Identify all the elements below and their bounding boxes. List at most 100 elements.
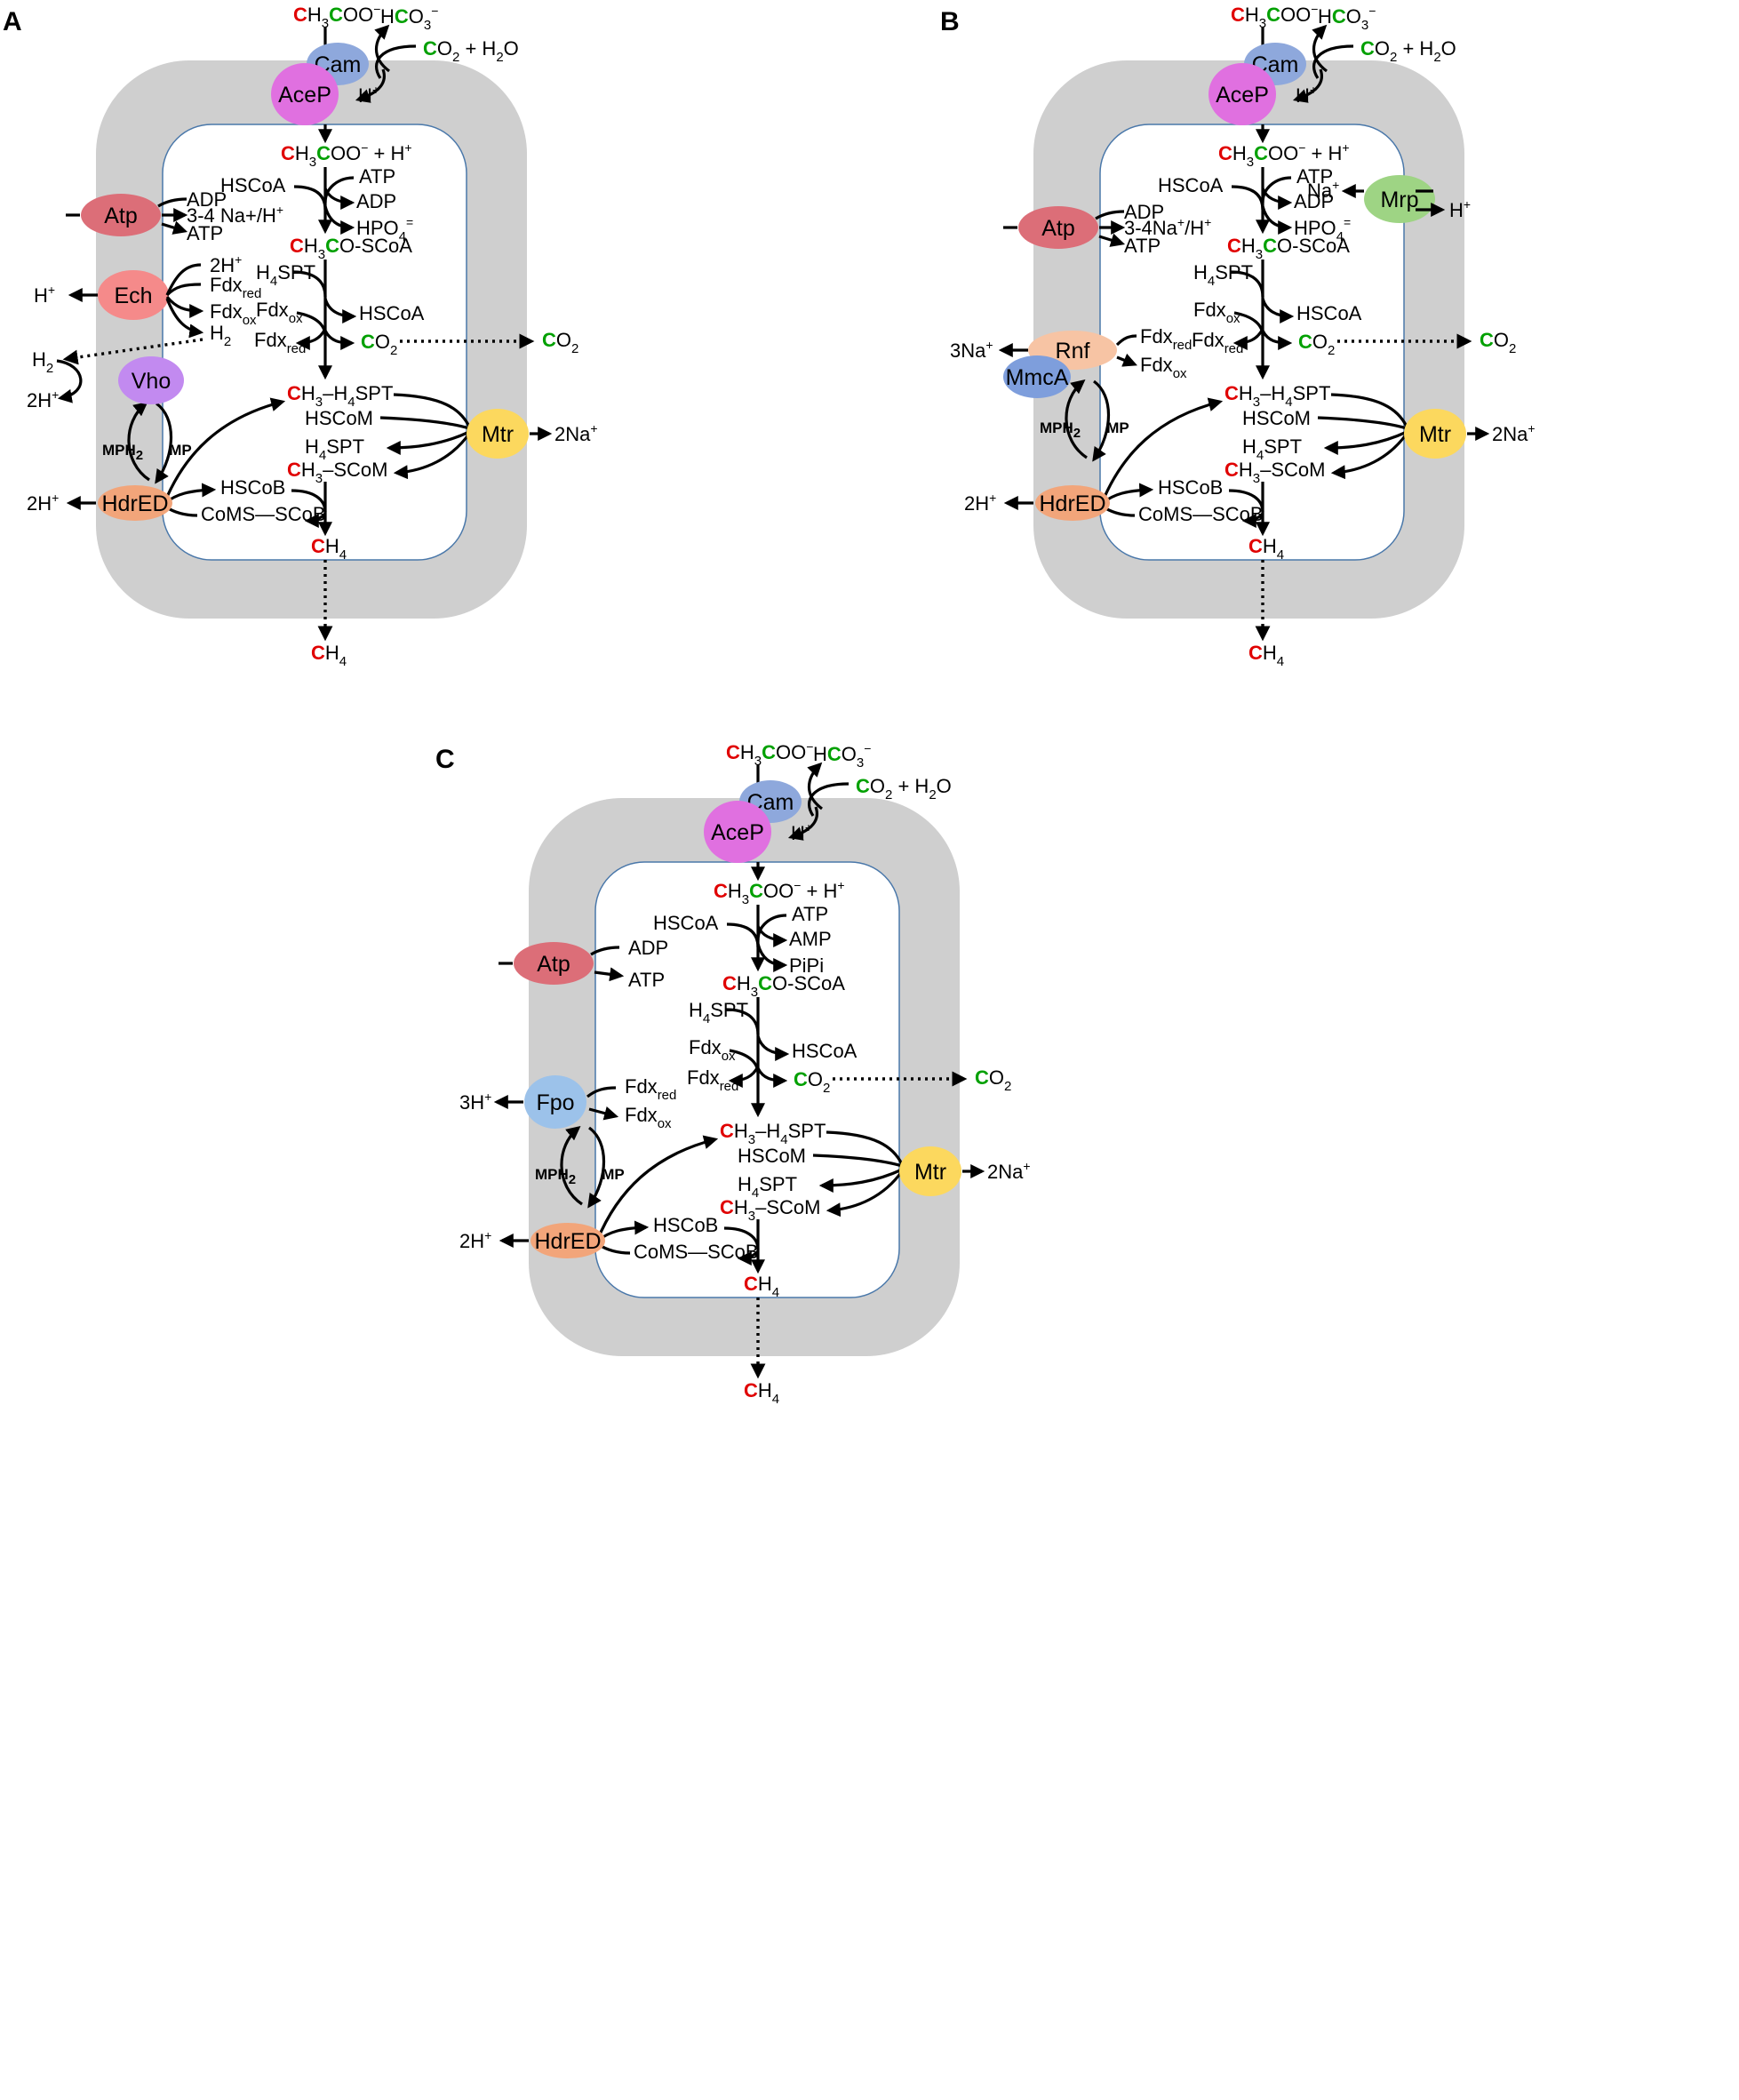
fpo-protons: 3H+ <box>459 1090 491 1114</box>
rnf-sodium: 3Na+ <box>950 338 993 362</box>
hdred-to-methyl <box>595 1135 719 1242</box>
phosphate-out: HPO4= <box>1294 215 1351 244</box>
h4spt-regenerated: H4SPT <box>305 435 364 463</box>
hscoa-out: HSCoA <box>792 1040 858 1062</box>
hdred-enzyme: HdrED <box>1035 485 1110 521</box>
adp-out <box>1261 188 1293 210</box>
rnf-fdx-ox: Fdxox <box>1140 354 1187 381</box>
mtr-arc-in <box>826 1130 904 1165</box>
fdx-red-out-arrow <box>295 328 327 350</box>
atp-adp: ADP <box>628 937 668 959</box>
vho-arc <box>56 359 83 403</box>
cam-arc-h <box>787 806 818 841</box>
mmca-cytochrome-shape <box>1003 355 1071 398</box>
hscob: HSCoB <box>220 476 285 499</box>
hdred-enzyme-shape <box>1035 485 1110 521</box>
hdred-to-methyl <box>163 397 286 504</box>
hscoa-out-arrow <box>1261 298 1295 323</box>
methane-external: CH4 <box>311 642 347 669</box>
methyl-scom: CH3–SCoM <box>1224 459 1325 486</box>
h4spt-join <box>725 1008 760 1035</box>
atp-synthase-label: Atp <box>1041 216 1075 241</box>
cam-arc-hco3 <box>374 24 390 73</box>
atp-adp: ADP <box>187 188 227 211</box>
atp-join <box>756 914 787 941</box>
panel-letter: A <box>3 7 22 36</box>
cam-arc-bottom <box>808 782 850 817</box>
h4spt-regenerated: H4SPT <box>738 1173 797 1201</box>
mtr-enzyme-shape <box>899 1146 961 1196</box>
pi-out <box>756 943 788 972</box>
vho-h2: H2 <box>32 348 53 376</box>
h2-diffusion <box>62 338 203 365</box>
acetyl-coa: CH3CO-SCoA <box>1227 235 1350 262</box>
ech-fdxox-arrow <box>165 295 204 318</box>
atp-in: ATP <box>359 165 395 188</box>
adp-out <box>756 925 788 947</box>
hdred-enzyme: HdrED <box>98 485 172 521</box>
ech-2h: 2H+ <box>210 252 242 276</box>
co2-out-arrow <box>1261 330 1293 350</box>
coms-scob: CoMS—SCoB <box>201 503 326 525</box>
co2-external: CO2 <box>542 329 578 356</box>
mtr-enzyme: Mtr <box>467 409 529 459</box>
amp-out: AMP <box>789 928 832 950</box>
atp-synthase-shape <box>81 194 161 236</box>
mp-label: MP <box>602 1166 625 1183</box>
methyl-h4spt: CH3–H4SPT <box>1224 382 1330 410</box>
fdx-ox-join <box>1233 311 1264 337</box>
co2-external: CO2 <box>1480 329 1516 356</box>
vho-hydrogenase-label: Vho <box>132 369 171 394</box>
fpo-dehydrogenase: Fpo <box>524 1075 586 1129</box>
proton-label: H+ <box>1296 83 1317 107</box>
h4spt-join <box>292 270 327 298</box>
ech-proton: H+ <box>34 283 55 307</box>
co2-out-arrow <box>323 330 355 350</box>
fpo-fdx-ox: Fdxox <box>625 1104 672 1131</box>
hscom: HSCoM <box>1242 407 1311 429</box>
vho-hydrogenase: Vho <box>118 356 184 404</box>
rnf-fdxox-arrow <box>1116 353 1137 367</box>
acetyl-coa: CH3CO-SCoA <box>722 972 845 1000</box>
hscom-arc <box>379 416 470 430</box>
panel-letter: C <box>435 745 455 774</box>
methyl-h4spt: CH3–H4SPT <box>720 1120 826 1147</box>
mtr-enzyme: Mtr <box>1404 409 1466 459</box>
atp-adp-line <box>1095 210 1125 220</box>
panel-letter: B <box>940 7 960 36</box>
hdred-enzyme-label: HdrED <box>1039 491 1105 516</box>
mrp-antiporter-label: Mrp <box>1380 188 1418 212</box>
adp-out <box>323 188 355 210</box>
co2-external: CO2 <box>975 1066 1011 1094</box>
atp-ions: 3-4Na+/H+ <box>1124 215 1211 239</box>
acetate-internal: CH3COO− + H+ <box>1218 140 1350 170</box>
mtr-enzyme-label: Mtr <box>482 422 514 447</box>
co2-plus-water: CO2 + H2O <box>423 37 519 65</box>
acetate-external: CH3COO− <box>293 2 380 31</box>
atp-atp-arrow <box>594 967 625 982</box>
adp-out-label: ADP <box>1294 190 1334 212</box>
methane-internal: CH4 <box>1248 535 1284 563</box>
mp-label: MP <box>169 442 192 459</box>
mmca-cytochrome: MmcA <box>1003 355 1071 398</box>
hdred-enzyme-shape <box>98 485 172 521</box>
mtr-sodium-out: 2Na+ <box>1492 421 1536 445</box>
ech-fdx-ox: Fdxox <box>210 300 257 328</box>
atp-synthase-shape <box>1018 206 1098 249</box>
atp-synthase-label: Atp <box>104 204 138 228</box>
mmca-cytochrome-label: MmcA <box>1006 365 1069 390</box>
cam-arc-bottom <box>1312 44 1354 79</box>
mtr-enzyme: Mtr <box>899 1146 961 1196</box>
acep-enzyme-label: AceP <box>1216 83 1269 108</box>
hscoa-out-arrow <box>323 298 357 323</box>
h4spt-arc <box>818 1168 903 1193</box>
co2-out-arrow <box>756 1067 788 1088</box>
ech-h2: H2 <box>210 322 231 349</box>
hscom: HSCoM <box>305 407 373 429</box>
pi-out <box>1261 205 1293 235</box>
scom-arc <box>826 1170 904 1218</box>
hscoa-out-arrow <box>756 1035 790 1061</box>
mtr-arc-in <box>393 393 471 427</box>
